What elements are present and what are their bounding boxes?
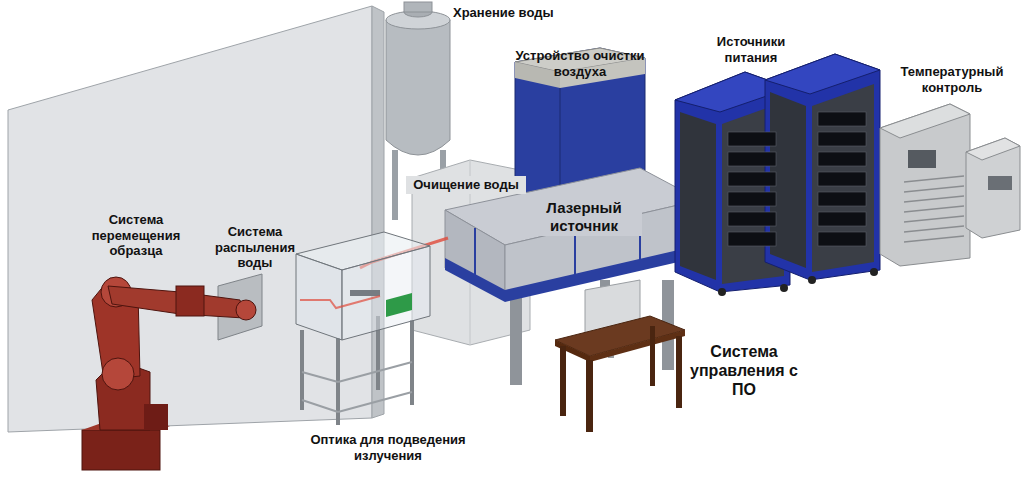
temperature-label: Температурный контроль: [888, 64, 1016, 95]
storage-label: Хранение воды: [453, 5, 583, 21]
power-racks: [675, 54, 880, 296]
robot-label: Система перемещения образца: [84, 212, 188, 259]
chiller: [880, 104, 1020, 266]
laser-source: [445, 168, 700, 385]
water-purifier-label: Очищение воды: [406, 176, 526, 194]
optics-enclosure: [296, 232, 430, 425]
control-desk: [555, 280, 685, 432]
air-purifier-label: Устройство очистки воздуха: [500, 48, 660, 79]
optics-label: Оптика для подведения излучения: [290, 432, 486, 463]
spray-label: Система распыления воды: [210, 224, 300, 271]
control-label: Система управления с ПО: [688, 342, 800, 400]
wall-panel: [8, 6, 372, 432]
laser-label: Лазерный источник: [526, 198, 642, 236]
wall-edge: [372, 6, 384, 418]
power-label: Источники питания: [696, 34, 806, 65]
robot-arm: [82, 277, 256, 470]
